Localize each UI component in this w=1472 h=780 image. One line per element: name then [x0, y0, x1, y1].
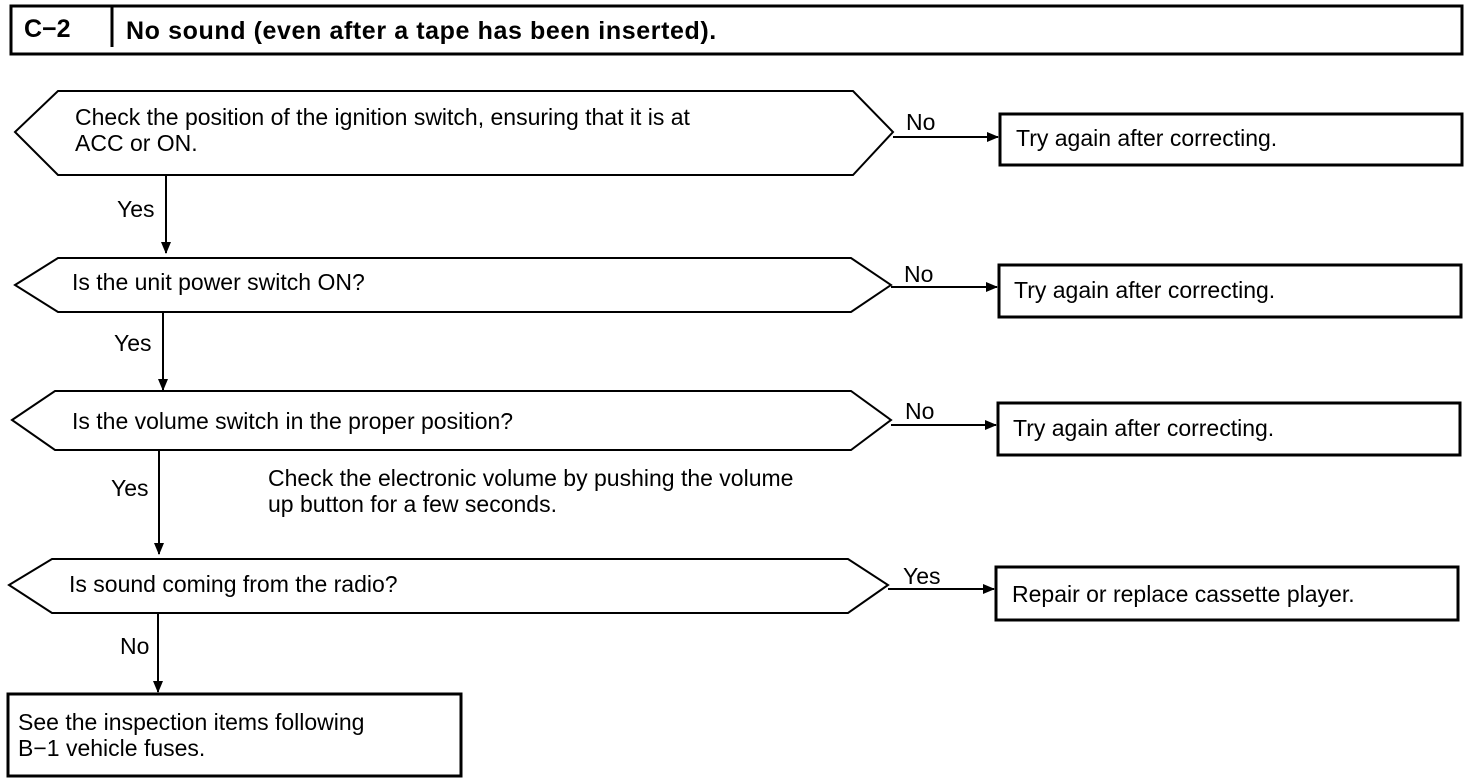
decision-question-line: Is sound coming from the radio?: [69, 571, 398, 597]
flow-label: No: [120, 633, 149, 659]
decision-shape: [13, 257, 893, 313]
decision-volume-switch: Is the volume switch in the proper posit…: [10, 390, 893, 451]
flow-label: Yes: [114, 330, 152, 356]
result-text: Try again after correcting.: [1013, 415, 1274, 441]
result-box: Try again after correcting.: [998, 112, 1464, 167]
final-inspection-box: See the inspection items following B−1 v…: [6, 692, 463, 778]
final-box-line: B−1 vehicle fuses.: [18, 735, 205, 761]
branch-label: Yes: [903, 563, 941, 589]
decision-question-line: Check the position of the ignition switc…: [75, 104, 691, 130]
header-code: C−2: [24, 15, 71, 43]
branch-label: No: [906, 109, 935, 135]
decision-question-line: ACC or ON.: [75, 130, 198, 156]
header-bar: C−2 No sound (even after a tape has been…: [9, 4, 1464, 56]
decision-shape: [10, 390, 893, 451]
final-box-line: See the inspection items following: [18, 709, 364, 735]
decision-shape: [13, 90, 895, 176]
result-text: Repair or replace cassette player.: [1012, 581, 1355, 607]
flow-label: Yes: [117, 196, 155, 222]
decision-question-line: Is the volume switch in the proper posit…: [72, 408, 513, 434]
result-box: Try again after correcting.: [996, 401, 1462, 457]
decision-ignition: Check the position of the ignition switc…: [13, 90, 895, 176]
result-box: Try again after correcting.: [997, 263, 1463, 319]
header-title: No sound (even after a tape has been ins…: [126, 17, 717, 45]
flow-label: Yes: [111, 475, 149, 501]
decision-radio-sound: Is sound coming from the radio?: [7, 558, 890, 614]
note-line: up button for a few seconds.: [268, 491, 557, 517]
note-line: Check the electronic volume by pushing t…: [268, 465, 793, 491]
branch-label: No: [905, 398, 934, 424]
decision-question-line: Is the unit power switch ON?: [72, 269, 365, 295]
result-box: Repair or replace cassette player.: [994, 565, 1460, 622]
decision-power-switch: Is the unit power switch ON?: [13, 257, 893, 313]
result-text: Try again after correcting.: [1016, 125, 1277, 151]
branch-label: No: [904, 261, 933, 287]
result-text: Try again after correcting.: [1014, 277, 1275, 303]
decision-shape: [7, 558, 890, 614]
